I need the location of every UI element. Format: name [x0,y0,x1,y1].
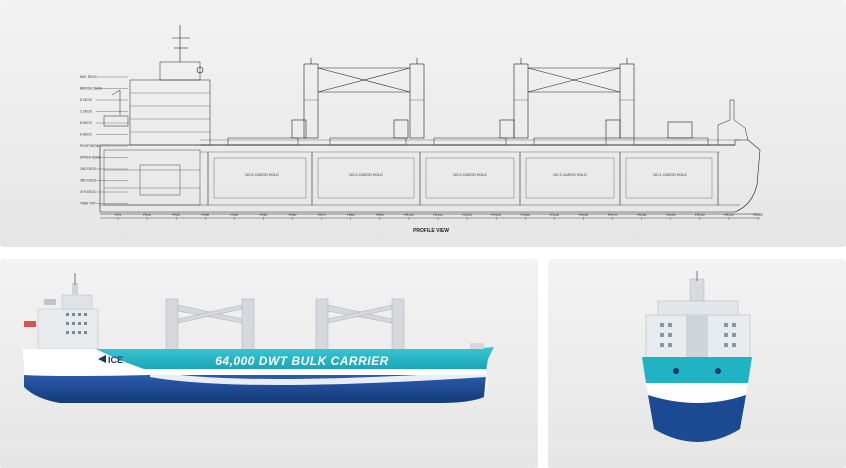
frame-label: FR80 [347,213,355,217]
frame-label: FR60 [289,213,297,217]
frame-label: FR70 [318,213,326,217]
ship-side-render: ICE 64,000 DWT BULK CARRIER [22,273,494,403]
deck-label: TANK TOP [80,202,96,206]
deck-label: BRIDGE DECK [80,87,103,91]
hold-labels: NO.5 CARGO HOLD NO.4 CARGO HOLD NO.3 CAR… [245,173,687,177]
frame-label: FR150 [550,213,560,217]
frame-label: FR120 [462,213,472,217]
deck-label: UPPER DECK [80,156,102,160]
deck-label: 2ND DECK [80,167,97,171]
deck-label: 3RD DECK [80,179,97,183]
deck-label: C DECK [80,110,93,114]
hold-label: NO.2 CARGO HOLD [553,173,587,177]
bow-superstructure [645,271,751,360]
deck-label: POOP DECK [80,144,100,148]
crane-aft-pair [303,58,425,139]
frame-label: FR90 [376,213,384,217]
deck-label: A DECK [80,133,93,137]
frame-label: FR20 [172,213,180,217]
side-render-panel: ICE 64,000 DWT BULK CARRIER [0,259,538,468]
bow-hull [642,357,752,442]
profile-view-caption: PROFILE VIEW [413,228,449,234]
hold-label: NO.4 CARGO HOLD [349,173,383,177]
frame-label: FR160 [579,213,589,217]
deck-label: 4TH DECK [80,190,97,194]
frame-label: FR170 [608,213,618,217]
frame-label: FR180 [637,213,647,217]
frame-label: F.R1 [115,213,122,217]
drawing-cranes [291,58,693,139]
deck-label: NAV. DECK [80,75,98,79]
frame-label: FR50 [260,213,268,217]
hull [22,343,494,403]
frame-label: FR40 [231,213,239,217]
profile-drawing: NO.5 CARGO HOLD NO.4 CARGO HOLD NO.3 CAR… [80,25,763,234]
hold-label: NO.3 CARGO HOLD [453,173,487,177]
crane-fwd-pair [513,58,635,139]
superstructure [24,273,99,350]
lifeboat [24,321,36,327]
frame-label: FR10 [143,213,151,217]
bow-view-panel [548,259,846,468]
profile-view-panel: NO.5 CARGO HOLD NO.4 CARGO HOLD NO.3 CAR… [0,0,846,247]
ship-bow-render [642,271,752,442]
frame-label: FR130 [491,213,501,217]
hull-text: 64,000 DWT BULK CARRIER [215,354,389,368]
hold-label: NO.1 CARGO HOLD [653,173,687,177]
deck-labels: NAV. DECK BRIDGE DECK D DECK C DECK B DECK A … [80,75,128,206]
deck-label: B DECK [80,121,93,125]
frame-scale: F.R1 FR10 FR20 FR30 FR40 FR50 FR60 FR70 FR80 FR90… [100,213,763,220]
ice-logo: ICE [98,355,123,365]
cranes [165,298,405,352]
logo-text: ICE [108,355,123,365]
frame-label: FR140 [521,213,531,217]
frame-label: FR200 [695,213,705,217]
frame-label: FR100 [404,213,414,217]
frame-label: FR210 [724,213,734,217]
deck-label: D DECK [80,98,93,102]
frame-label: FR220 [753,213,763,217]
frame-label: FR110 [433,213,443,217]
frame-label: FR190 [666,213,676,217]
frame-label: FR30 [201,213,209,217]
hold-label: NO.5 CARGO HOLD [245,173,279,177]
